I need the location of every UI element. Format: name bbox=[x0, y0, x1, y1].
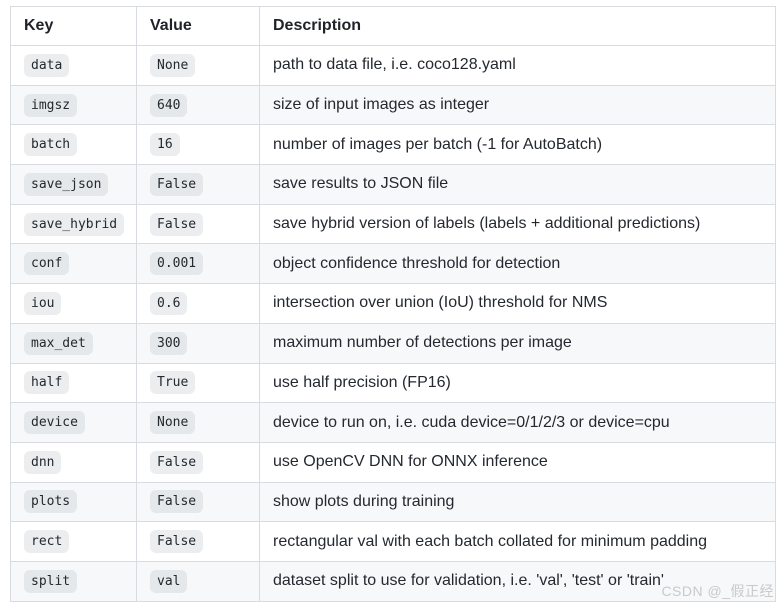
key-cell: save_json bbox=[10, 164, 137, 205]
value-code-chip: False bbox=[150, 530, 204, 554]
description-cell: rectangular val with each batch collated… bbox=[259, 521, 776, 562]
key-cell: batch bbox=[10, 124, 137, 166]
key-code-chip: device bbox=[24, 411, 85, 435]
key-cell: dnn bbox=[10, 441, 137, 483]
value-cell: 0.001 bbox=[136, 243, 260, 285]
value-cell: val bbox=[136, 560, 260, 602]
value-code-chip: 0.6 bbox=[150, 291, 188, 315]
key-cell: rect bbox=[10, 521, 137, 562]
value-cell: False bbox=[136, 164, 260, 205]
value-cell: None bbox=[136, 45, 260, 86]
table-row: data None path to data file, i.e. coco12… bbox=[10, 45, 776, 86]
description-cell: save results to JSON file bbox=[259, 164, 776, 205]
column-header-description: Description bbox=[259, 6, 776, 46]
value-cell: 640 bbox=[136, 84, 260, 126]
description-cell: use OpenCV DNN for ONNX inference bbox=[259, 441, 776, 483]
table-row: max_det 300 maximum number of detections… bbox=[10, 322, 776, 364]
value-cell: False bbox=[136, 203, 260, 245]
key-cell: device bbox=[10, 402, 137, 443]
description-cell: object confidence threshold for detectio… bbox=[259, 243, 776, 285]
key-cell: conf bbox=[10, 243, 137, 285]
key-code-chip: rect bbox=[24, 530, 70, 554]
column-header-value: Value bbox=[136, 6, 260, 46]
value-code-chip: False bbox=[150, 450, 204, 474]
key-code-chip: dnn bbox=[24, 450, 62, 474]
key-cell: plots bbox=[10, 481, 137, 523]
key-cell: max_det bbox=[10, 322, 137, 364]
table-row: split val dataset split to use for valid… bbox=[10, 560, 776, 602]
value-cell: True bbox=[136, 362, 260, 404]
key-code-chip: conf bbox=[24, 252, 70, 276]
table-row: save_json False save results to JSON fil… bbox=[10, 164, 776, 205]
table-row: conf 0.001 object confidence threshold f… bbox=[10, 243, 776, 285]
value-cell: False bbox=[136, 521, 260, 562]
table-row: imgsz 640 size of input images as intege… bbox=[10, 84, 776, 126]
column-header-key: Key bbox=[10, 6, 137, 46]
value-cell: None bbox=[136, 402, 260, 443]
key-code-chip: half bbox=[24, 371, 70, 395]
value-code-chip: None bbox=[150, 411, 196, 435]
table-row: iou 0.6 intersection over union (IoU) th… bbox=[10, 283, 776, 324]
value-code-chip: False bbox=[150, 212, 204, 236]
key-cell: half bbox=[10, 362, 137, 404]
value-code-chip: val bbox=[150, 569, 188, 593]
description-cell: show plots during training bbox=[259, 481, 776, 523]
table-row: rect False rectangular val with each bat… bbox=[10, 521, 776, 562]
value-cell: 0.6 bbox=[136, 283, 260, 324]
description-cell: intersection over union (IoU) threshold … bbox=[259, 283, 776, 324]
description-cell: use half precision (FP16) bbox=[259, 362, 776, 404]
value-code-chip: None bbox=[150, 53, 196, 77]
key-code-chip: batch bbox=[24, 133, 78, 157]
value-cell: False bbox=[136, 441, 260, 483]
key-cell: split bbox=[10, 560, 137, 602]
value-code-chip: 640 bbox=[150, 93, 188, 117]
key-code-chip: iou bbox=[24, 291, 62, 315]
description-cell: size of input images as integer bbox=[259, 84, 776, 126]
table-row: dnn False use OpenCV DNN for ONNX infere… bbox=[10, 441, 776, 483]
value-code-chip: False bbox=[150, 490, 204, 514]
key-code-chip: split bbox=[24, 569, 78, 593]
value-cell: False bbox=[136, 481, 260, 523]
description-cell: maximum number of detections per image bbox=[259, 322, 776, 364]
key-code-chip: max_det bbox=[24, 331, 93, 355]
value-code-chip: False bbox=[150, 172, 204, 196]
table-row: batch 16 number of images per batch (-1 … bbox=[10, 124, 776, 166]
value-cell: 300 bbox=[136, 322, 260, 364]
value-code-chip: True bbox=[150, 371, 196, 395]
description-cell: device to run on, i.e. cuda device=0/1/2… bbox=[259, 402, 776, 443]
key-code-chip: data bbox=[24, 53, 70, 77]
description-cell: path to data file, i.e. coco128.yaml bbox=[259, 45, 776, 86]
table-row: half True use half precision (FP16) bbox=[10, 362, 776, 404]
table-header-row: Key Value Description bbox=[10, 6, 776, 46]
description-cell: save hybrid version of labels (labels + … bbox=[259, 203, 776, 245]
table-row: device None device to run on, i.e. cuda … bbox=[10, 402, 776, 443]
value-code-chip: 0.001 bbox=[150, 252, 204, 276]
description-cell: dataset split to use for validation, i.e… bbox=[259, 560, 776, 602]
parameters-table: Key Value Description data None path to … bbox=[10, 6, 776, 602]
value-code-chip: 16 bbox=[150, 133, 180, 157]
key-cell: save_hybrid bbox=[10, 203, 137, 245]
value-cell: 16 bbox=[136, 124, 260, 166]
key-cell: iou bbox=[10, 283, 137, 324]
key-code-chip: save_json bbox=[24, 172, 109, 196]
description-cell: number of images per batch (-1 for AutoB… bbox=[259, 124, 776, 166]
key-code-chip: imgsz bbox=[24, 93, 78, 117]
key-cell: data bbox=[10, 45, 137, 86]
key-cell: imgsz bbox=[10, 84, 137, 126]
table-row: plots False show plots during training bbox=[10, 481, 776, 523]
table-row: save_hybrid False save hybrid version of… bbox=[10, 203, 776, 245]
key-code-chip: save_hybrid bbox=[24, 212, 125, 236]
key-code-chip: plots bbox=[24, 490, 78, 514]
value-code-chip: 300 bbox=[150, 331, 188, 355]
